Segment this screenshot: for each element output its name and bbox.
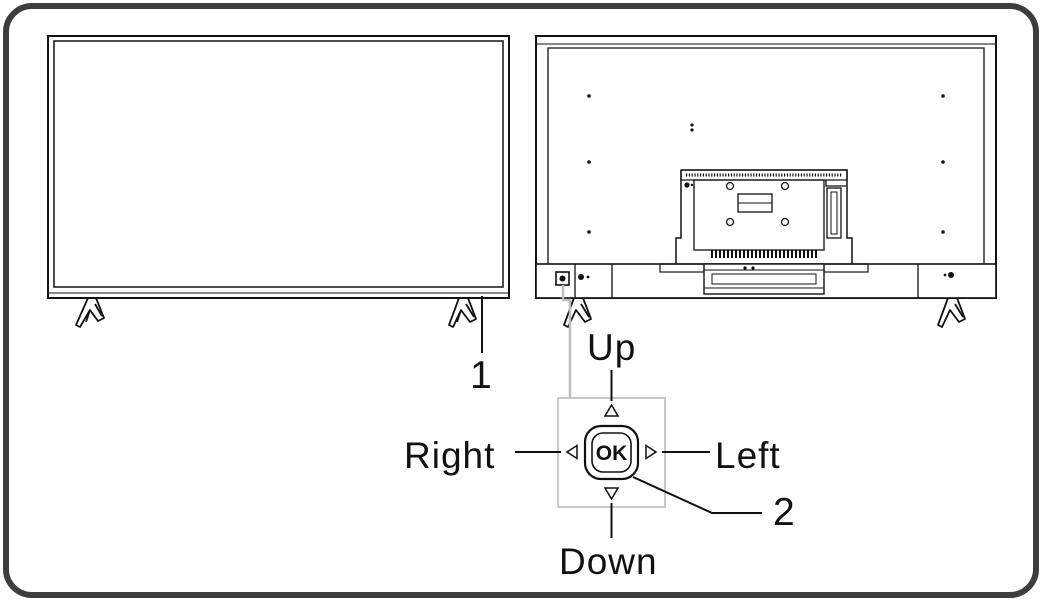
down-arrow-icon [603, 487, 620, 501]
label-left: Left [715, 435, 781, 476]
ok-button-label: OK [596, 442, 628, 465]
callout-2-leader [632, 476, 762, 514]
back-mounting-dots [587, 94, 945, 234]
joystick-leader [561, 285, 572, 398]
joystick-detail: OK [557, 397, 666, 508]
right-arrow-icon [565, 444, 578, 460]
tv-front-right-stand [448, 297, 477, 328]
tv-front-screen [53, 40, 504, 288]
tv-back-right-stand [937, 297, 966, 328]
label-up: Up [587, 327, 636, 368]
tv-front-bezel [47, 35, 510, 299]
tv-back-left-stand [563, 297, 592, 328]
outer-frame [3, 3, 1039, 598]
up-arrow-icon [603, 403, 620, 417]
tv-back-view [535, 35, 997, 328]
tv-back-outer [535, 35, 997, 299]
back-connector-bay [659, 169, 869, 295]
tv-front-left-stand [75, 297, 105, 328]
ok-button-inner [591, 432, 632, 473]
label-down: Down [559, 541, 658, 582]
label-right: Right [404, 435, 495, 476]
left-arrow-icon [645, 444, 658, 460]
direction-labels: Up Down Right Left [404, 327, 781, 582]
callout-2-label: 2 [773, 491, 795, 534]
tv-front-view: 1 [47, 35, 510, 397]
callout-1-label: 1 [470, 354, 492, 397]
